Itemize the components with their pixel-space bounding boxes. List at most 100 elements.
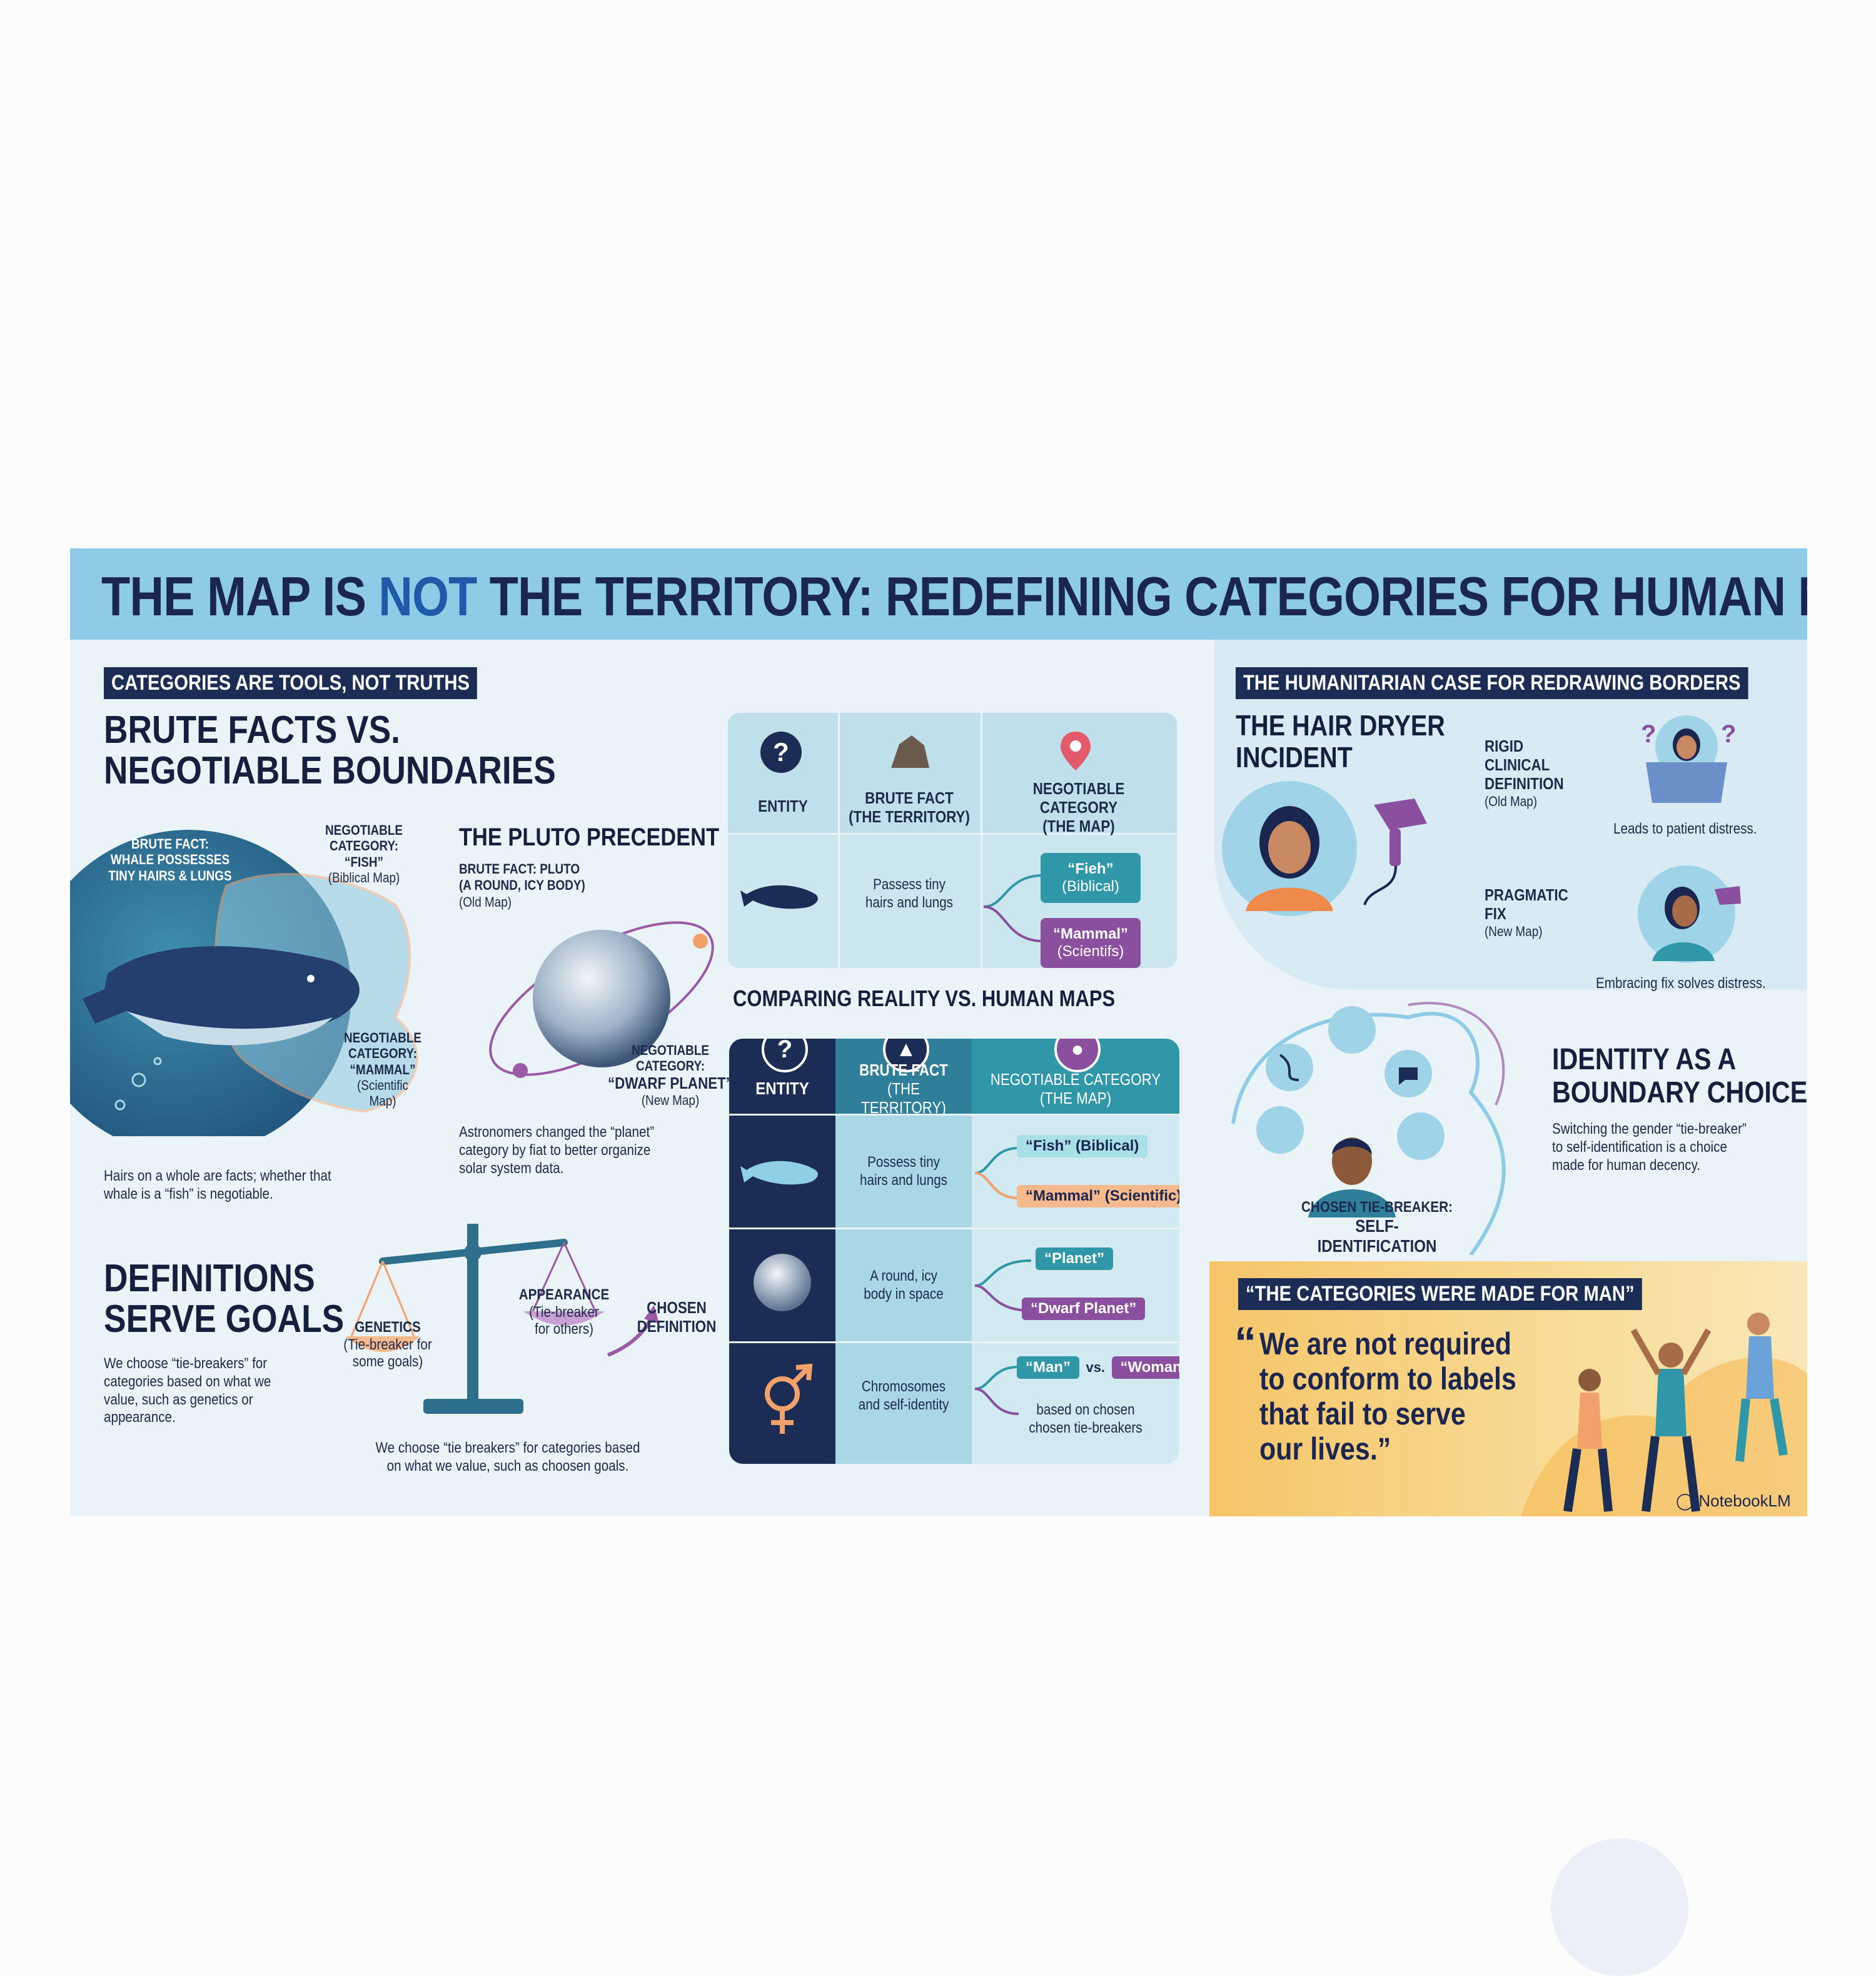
whale-illustration [70,830,418,1136]
row2-category-dwarf-planet: “Dwarf Planet” [1022,1298,1146,1320]
row-divider [729,1227,1179,1229]
pragmatic-fix-label: PRAGMATIC FIX (New Map) [1485,885,1568,939]
cell-line: Passess tiny [873,876,946,894]
fish-category-label: NEGOTIABLE CATEGORY: “FISH” (Biblical Ma… [316,822,413,885]
brand-mark: ◯ NotebookLM [1676,1491,1791,1511]
caption-line: categories based on what we [104,1373,271,1390]
row3-vs: vs. [1086,1359,1106,1375]
heading-line: SERVE GOALS [104,1298,345,1341]
row-divider [729,1114,1179,1116]
heading-definitions: DEFINITIONS SERVE GOALS [104,1258,344,1339]
pluto-illustration [489,921,714,1078]
label-line: PRAGMATIC [1485,885,1568,904]
scale-string [532,1242,565,1312]
label-line: SELF-IDENTIFICATION [1317,1216,1437,1256]
main-title: THE MAP IS NOT THE TERRITORY: REDEFINING… [101,565,1807,628]
person-figure [1630,1328,1712,1512]
chosen-definition-label: CHOSEN DEFINITION [628,1298,725,1336]
label-line: CHOSEN TIE-BREAKER: [1301,1199,1453,1216]
appearance-label: APPEARANCE (Tie-breaker for others) [510,1286,618,1338]
title-part1: THE MAP IS [101,565,379,627]
distressed-person-illustration [1222,781,1427,916]
main-col-entity: ENTITY [755,1078,809,1098]
cell-line: Chromosomes [861,1378,946,1396]
caption-line: to self-identification is a choice [1552,1138,1727,1156]
tiebreaker-label: CHOSEN TIE-BREAKER: SELF-IDENTIFICATION [1296,1199,1458,1256]
column-divider [981,713,982,968]
floating-action-button[interactable] [1551,1838,1688,1976]
row3-category-man: “Man” [1017,1356,1079,1379]
location-pin-icon [1061,732,1091,770]
person-face [1268,821,1311,874]
dna-icon [1279,1054,1299,1081]
quote-tag: “THE CATEGORIES WERE MADE FOR MAN” [1238,1278,1642,1310]
person-face [1672,895,1697,927]
heading-line: BOUNDARY CHOICE [1552,1076,1807,1109]
pluto-caption: Astronomers changed the “planet” categor… [459,1124,685,1177]
box [1646,762,1727,803]
main-col-brute-fact: BRUTE FACT (THE TERRITORY) [845,1061,962,1117]
cell-line: hairs and lungs [865,894,953,911]
identity-caption: Switching the gender “tie-breaker” to se… [1552,1121,1767,1174]
whale-icon [740,1161,818,1185]
whale-belly [126,1011,333,1046]
scale-base [423,1399,523,1414]
scale-string [563,1242,597,1312]
arrow-head [644,1305,659,1324]
dna-icon-bubble [1256,1106,1304,1154]
header-line: NEGOTIABLE CATEGORY [1032,779,1125,817]
cell-line: Possess tiny [867,1153,940,1171]
heading-line: IDENTITY AS A [1552,1043,1737,1076]
heading-line: THE HAIR DRYER [1236,709,1445,742]
person-shirt [1308,1189,1396,1217]
pill-line: “Fieh” [1067,860,1114,877]
caption-line: whale is a “fish” is negotiable. [104,1185,273,1202]
label-line: (Old Map) [1485,793,1538,809]
cell-line: and self-identity [858,1396,949,1413]
quote-line: to conform to labels [1259,1361,1516,1396]
caption-line: on what we value, such as choosen goals. [386,1457,629,1474]
pill-line: “Mammal” [1052,925,1129,942]
brand-name: NotebookLM [1698,1491,1791,1510]
row2-fact: A round, icy body in space [845,1229,962,1341]
title-highlight: NOT [378,565,477,627]
hair-dryer-handle [1389,829,1401,866]
label-line: TINY HAIRS & LUNGS [108,867,232,884]
top-category-fish: “Fieh” (Biblical) [1041,853,1141,903]
label-line: WHALE POSSESSES [110,852,230,868]
top-col-category: NEGOTIABLE CATEGORY (THE MAP) [994,779,1163,835]
whale-eye [307,975,315,982]
label-line: CATEGORY: [348,1046,417,1062]
scale-pole [467,1224,478,1405]
label-line: (Old Map) [459,894,512,910]
header-line: (THE TERRITORY) [849,807,970,826]
quote-line: We are not required [1259,1326,1512,1361]
dwarf-planet-label: NEGOTIABLE CATEGORY: “DWARF PLANET” (New… [606,1042,735,1109]
quote-open-mark: “ [1234,1318,1256,1367]
header-line: BRUTE FACT [859,1061,948,1080]
pluto-planet [533,930,670,1067]
branch-connector [983,874,1044,942]
cell-line: hairs and lungs [860,1171,947,1189]
pill-line: (Biblical) [1061,878,1119,895]
label-line: “DWARF PLANET” [607,1073,733,1092]
label-line: some goals) [352,1353,423,1371]
top-col-entity: ENTITY [758,797,808,816]
row3-fact: Chromosomes and self-identity [845,1343,962,1449]
arrow-line [607,1316,653,1357]
heading-line: INCIDENT [1236,740,1353,774]
quote-close-mark: ” [1377,1431,1391,1466]
heading-hair-dryer: THE HAIR DRYER INCIDENT [1236,710,1445,773]
label-line: (Scientific [356,1077,408,1093]
pill-line: (Scientifs) [1057,943,1124,960]
pluto-heading: THE PLUTO PRECEDENT [459,824,720,851]
goals-caption: We choose “tie-breakers” for categories … [104,1355,276,1427]
label-line: (New Map) [641,1092,700,1109]
entity-column [729,1039,835,1464]
label-line: APPEARANCE [518,1286,610,1303]
label-line: BRUTE FACT: [131,836,209,852]
scale-caption: We choose “tie breakers” for categories … [346,1439,669,1476]
top-category-mammal: “Mammal” (Scientifs) [1041,918,1141,968]
notebooklm-logo-icon: ◯ [1676,1491,1695,1510]
label-line: CATEGORY: [329,838,398,854]
